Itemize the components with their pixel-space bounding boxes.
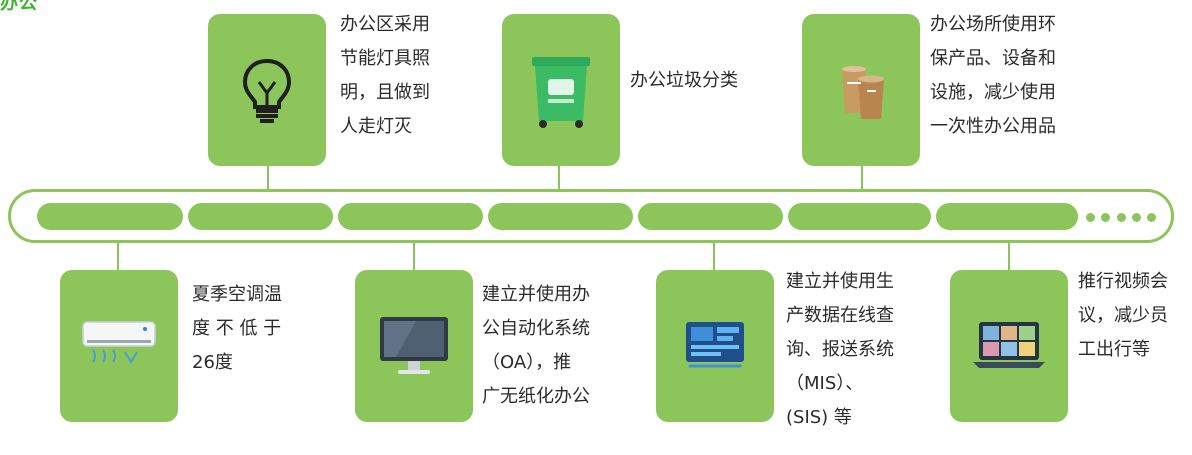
monitor-icon: [380, 317, 448, 374]
connector-top-2: [558, 165, 560, 205]
paper-cups-icon: [842, 66, 884, 119]
card-text: 办公场所使用环 保产品、设备和 设施，减少使用 一次性办公用品: [930, 14, 1056, 137]
connector-bottom-3: [713, 228, 715, 273]
card-office-automation: [355, 270, 473, 422]
timeline-segment: [37, 203, 183, 230]
connector-top-1: [267, 165, 269, 205]
timeline-segment: [638, 203, 783, 230]
card-eco-products: [802, 14, 920, 166]
card-text: 夏季空调温 度 不 低 于 26度: [192, 284, 282, 373]
card-text: 办公垃圾分类: [630, 70, 738, 91]
video-conference-icon: [973, 322, 1045, 368]
dashboard-tablet-icon: [686, 322, 744, 368]
connector-bottom-2: [413, 228, 415, 273]
timeline-segment: [338, 203, 483, 230]
timeline-segment: [936, 203, 1078, 230]
card-energy-saving-lighting: [208, 14, 326, 166]
card-text: 办公区采用 节能灯具照 明，且做到 人走灯灭: [340, 14, 430, 137]
card-ac-temperature: [60, 270, 178, 422]
connector-bottom-1: [117, 228, 119, 273]
ellipsis-dots: [1086, 207, 1156, 227]
trash-bin-icon: [532, 57, 590, 128]
section-heading: 办公: [0, 0, 38, 14]
lightbulb-icon: [242, 58, 292, 123]
air-conditioner-icon: [82, 321, 156, 364]
card-production-data-system: [656, 270, 774, 422]
card-text: 建立并使用办 公自动化系统 （OA），推 广无纸化办公: [482, 284, 590, 407]
timeline-segment: [788, 203, 931, 230]
card-text: 建立并使用生 产数据在线查 询、报送系统 （MIS）、 (SIS) 等: [786, 271, 894, 428]
connector-bottom-4: [1008, 228, 1010, 273]
timeline-segment: [488, 203, 633, 230]
timeline-segment: [188, 203, 333, 230]
card-text: 推行视频会 议，减少员 工出行等: [1078, 271, 1168, 360]
card-video-conference: [950, 270, 1068, 422]
card-waste-sorting: [502, 14, 620, 166]
connector-top-3: [861, 165, 863, 205]
